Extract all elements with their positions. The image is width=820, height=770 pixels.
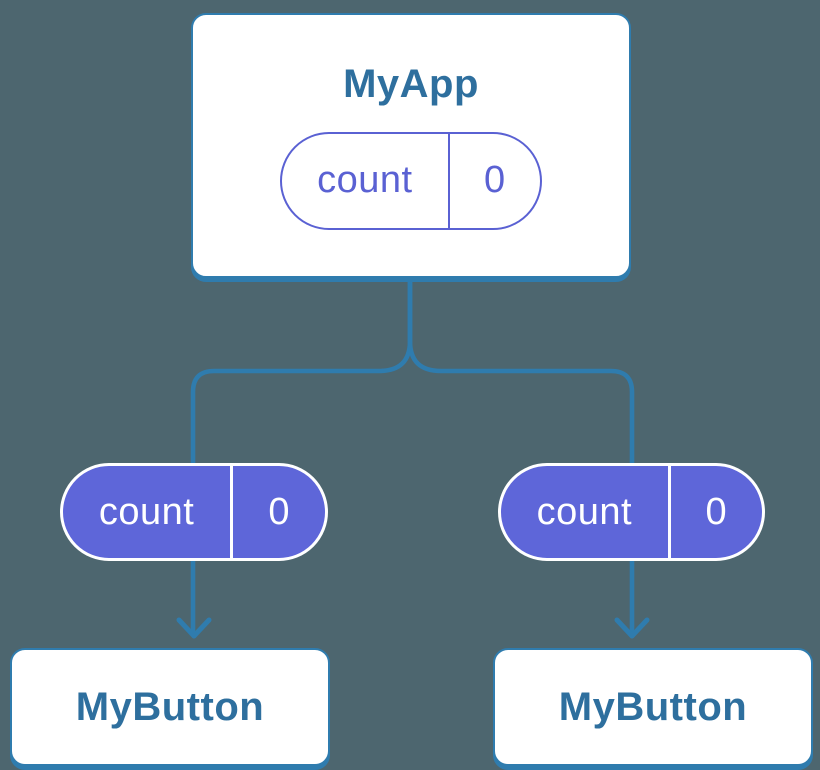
connector-branch-left (190, 277, 413, 634)
prop-pill-right-name: count (501, 466, 671, 558)
node-mybutton-left: MyButton (10, 648, 330, 766)
prop-pill-right-value: 0 (705, 490, 728, 533)
prop-pill-left: count 0 (60, 463, 328, 561)
connector-branch-right (407, 277, 635, 634)
arrowhead-left-icon (176, 617, 212, 639)
root-state-name: count (282, 133, 450, 228)
node-mybutton-right-title: MyButton (558, 684, 748, 729)
root-state-value: 0 (484, 159, 506, 201)
root-state-pill: count 0 (280, 131, 542, 230)
node-mybutton-right: MyButton (493, 648, 813, 766)
prop-pill-right: count 0 (498, 463, 765, 561)
prop-pill-left-value: 0 (268, 490, 290, 533)
node-myapp: MyApp count 0 (191, 13, 631, 278)
arrowhead-right-icon (614, 617, 650, 639)
prop-pill-left-name: count (63, 466, 234, 558)
node-mybutton-left-title: MyButton (75, 684, 265, 729)
node-myapp-title: MyApp (343, 61, 479, 106)
